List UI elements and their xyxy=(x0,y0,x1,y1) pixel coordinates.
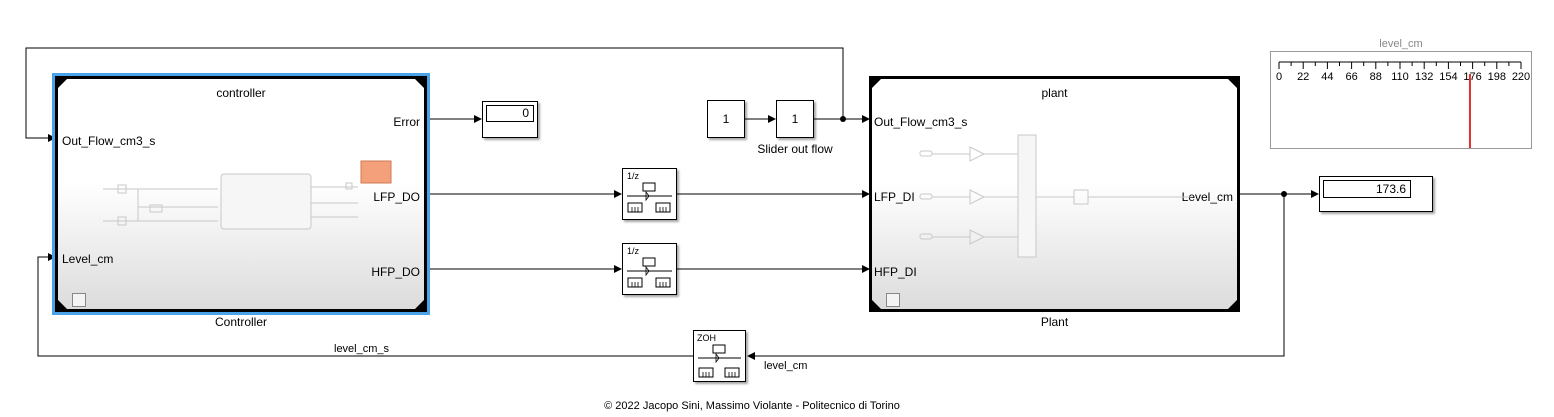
plant-subsystem[interactable]: plant Out_Flow_cm3_s LFP_DI HFP_DI Level… xyxy=(869,76,1240,312)
arrowhead xyxy=(862,265,870,273)
subsystem-link-icon[interactable] xyxy=(72,293,86,307)
plant-in-out-flow: Out_Flow_cm3_s xyxy=(874,115,968,129)
plant-in-hfp: HFP_DI xyxy=(874,265,917,279)
controller-out-lfp: LFP_DO xyxy=(373,190,420,204)
signal-label-level-cm-s[interactable]: level_cm_s xyxy=(334,343,390,355)
constant-value: 1 xyxy=(722,112,730,126)
arrowhead xyxy=(862,115,870,123)
plant-internal-preview xyxy=(919,134,1192,258)
arrowhead xyxy=(1311,190,1319,198)
unit-delay-1-label: 1/z xyxy=(627,171,640,181)
signal-label-level-cm[interactable]: level_cm xyxy=(764,360,808,372)
gauge-scale: 0 22 44 66 88 110 132 154 176 198 220 xyxy=(1276,61,1530,148)
arrowhead xyxy=(474,115,482,123)
wire-zoh-controller[interactable] xyxy=(37,256,693,357)
arrowhead xyxy=(614,265,622,273)
plant-title: plant xyxy=(1041,86,1068,100)
gauge-tick-label: 22 xyxy=(1297,71,1309,83)
controller-title: controller xyxy=(216,86,266,100)
corner-marks xyxy=(872,79,1237,309)
controller-subsystem[interactable]: controller Out_Flow_cm3_s Level_cm Error… xyxy=(55,76,427,312)
rate-transition-icon xyxy=(698,344,741,378)
corner-marks xyxy=(58,79,424,309)
slider-gain-block[interactable]: 1 xyxy=(776,100,814,138)
gauge-tick-label: 154 xyxy=(1439,71,1457,83)
gauge-tick-label: 66 xyxy=(1345,71,1357,83)
plant-out-level: Level_cm xyxy=(1181,190,1233,204)
error-display-value: 0 xyxy=(486,105,534,122)
controller-in-out-flow: Out_Flow_cm3_s xyxy=(62,134,156,148)
plant-caption: Plant xyxy=(1040,315,1069,329)
gauge-title: level_cm xyxy=(1379,38,1423,50)
controller-selection-frame xyxy=(52,73,430,315)
slider-gain-value: 1 xyxy=(791,112,799,126)
subsystem-link-icon[interactable] xyxy=(886,293,900,307)
unit-delay-block-1[interactable]: 1/z xyxy=(622,168,677,220)
linear-gauge[interactable]: 0 22 44 66 88 110 132 154 176 198 220 xyxy=(1270,51,1532,149)
rate-transition-icon xyxy=(627,257,672,288)
gauge-tick-label: 176 xyxy=(1463,71,1481,83)
controller-in-level: Level_cm xyxy=(62,252,114,266)
wire-level-zoh[interactable] xyxy=(755,194,1285,357)
unit-delay-block-2[interactable]: 1/z xyxy=(622,243,677,295)
controller-internal-preview xyxy=(103,160,392,230)
gauge-tick-label: 198 xyxy=(1488,71,1506,83)
gauge-tick-label: 220 xyxy=(1512,71,1530,83)
arrowhead xyxy=(768,115,776,123)
gauge-tick-label: 0 xyxy=(1276,71,1282,83)
error-display-block[interactable]: 0 xyxy=(482,101,538,138)
controller-out-error: Error xyxy=(393,115,420,129)
gauge-tick-label: 44 xyxy=(1321,71,1333,83)
controller-caption: Controller xyxy=(214,315,268,329)
zoh-block[interactable]: ZOH xyxy=(693,330,746,382)
gauge-needle xyxy=(1468,74,1471,148)
rate-transition-icon xyxy=(627,182,672,213)
slider-caption: Slider out flow xyxy=(757,142,833,156)
zoh-label: ZOH xyxy=(697,333,716,343)
gauge-tick-label: 132 xyxy=(1415,71,1433,83)
arrowhead xyxy=(614,190,622,198)
arrowhead xyxy=(747,352,755,360)
gauge-tick-label: 110 xyxy=(1391,71,1409,83)
wire-outflow-feedback[interactable] xyxy=(25,47,844,139)
level-display-value: 173.6 xyxy=(1323,180,1411,198)
copyright-footer: © 2022 Jacopo Sini, Massimo Violante - P… xyxy=(604,400,900,412)
controller-out-hfp: HFP_DO xyxy=(371,265,420,279)
arrowhead xyxy=(862,190,870,198)
level-display-block[interactable]: 173.6 xyxy=(1319,176,1433,212)
constant-block[interactable]: 1 xyxy=(707,100,745,138)
gauge-tick-label: 88 xyxy=(1370,71,1382,83)
plant-in-lfp: LFP_DI xyxy=(874,190,915,204)
unit-delay-2-label: 1/z xyxy=(627,246,640,256)
branch-point xyxy=(840,116,846,122)
